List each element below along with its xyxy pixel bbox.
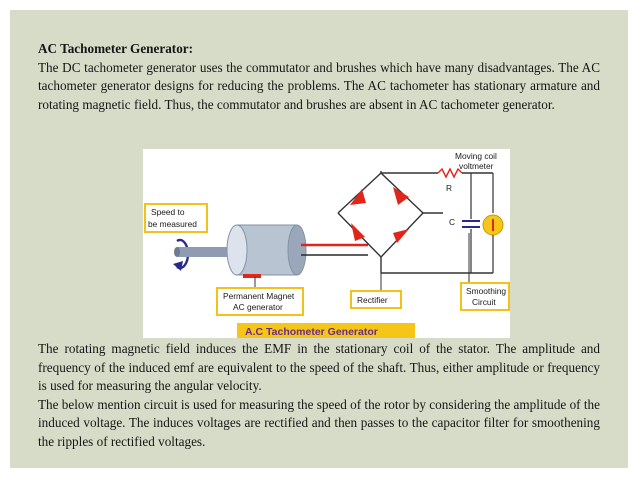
tachometer-figure: Speed to be measured [143, 149, 510, 338]
paragraph-text: The DC tachometer generator uses the com… [38, 59, 600, 112]
speed-label-box [144, 203, 208, 233]
pm-label-line1: Permanent Magnet [223, 291, 295, 301]
generator-back [287, 224, 307, 276]
voltmeter-label-line2: voltmeter [459, 161, 494, 171]
voltmeter-label-line1: Moving coil [455, 151, 497, 161]
rectifier-label-box [350, 290, 402, 309]
smoothing-label-box [460, 282, 510, 311]
diode-icon [393, 229, 409, 243]
speed-label-line1: Speed to [151, 207, 185, 217]
pm-label-box [216, 287, 304, 316]
rotation-arrowhead-icon [173, 261, 183, 271]
diode-icon [351, 223, 365, 241]
generator-front [226, 224, 248, 276]
slide: AC Tachometer Generator: The DC tachomet… [10, 10, 628, 468]
paragraph-text: The below mention circuit is used for me… [38, 396, 600, 449]
section-heading: AC Tachometer Generator: [38, 41, 194, 56]
smoothing-label-line1: Smoothing [466, 286, 506, 296]
tachometer-diagram: Speed to be measured [144, 151, 510, 338]
capacitor-label: C [449, 217, 455, 227]
diode-icon [350, 189, 366, 205]
magnet-indicator [243, 274, 261, 278]
caption-box [237, 323, 415, 338]
explanation-paragraph: The rotating magnetic field induces the … [38, 340, 600, 452]
diode-icon [393, 187, 409, 205]
pm-label-line2: AC generator [233, 302, 283, 312]
paragraph-text: The rotating magnetic field induces the … [38, 341, 600, 394]
intro-paragraph: AC Tachometer Generator: The DC tachomet… [38, 40, 600, 114]
smoothing-label-line2: Circuit [472, 297, 496, 307]
figure-caption: A.C Tachometer Generator [245, 326, 378, 338]
shaft [177, 247, 237, 257]
rectifier-label: Rectifier [357, 295, 388, 305]
resistor-icon [437, 167, 463, 179]
speed-label-line2: be measured [148, 219, 197, 229]
resistor-label: R [446, 183, 452, 193]
shaft-end [174, 247, 180, 257]
